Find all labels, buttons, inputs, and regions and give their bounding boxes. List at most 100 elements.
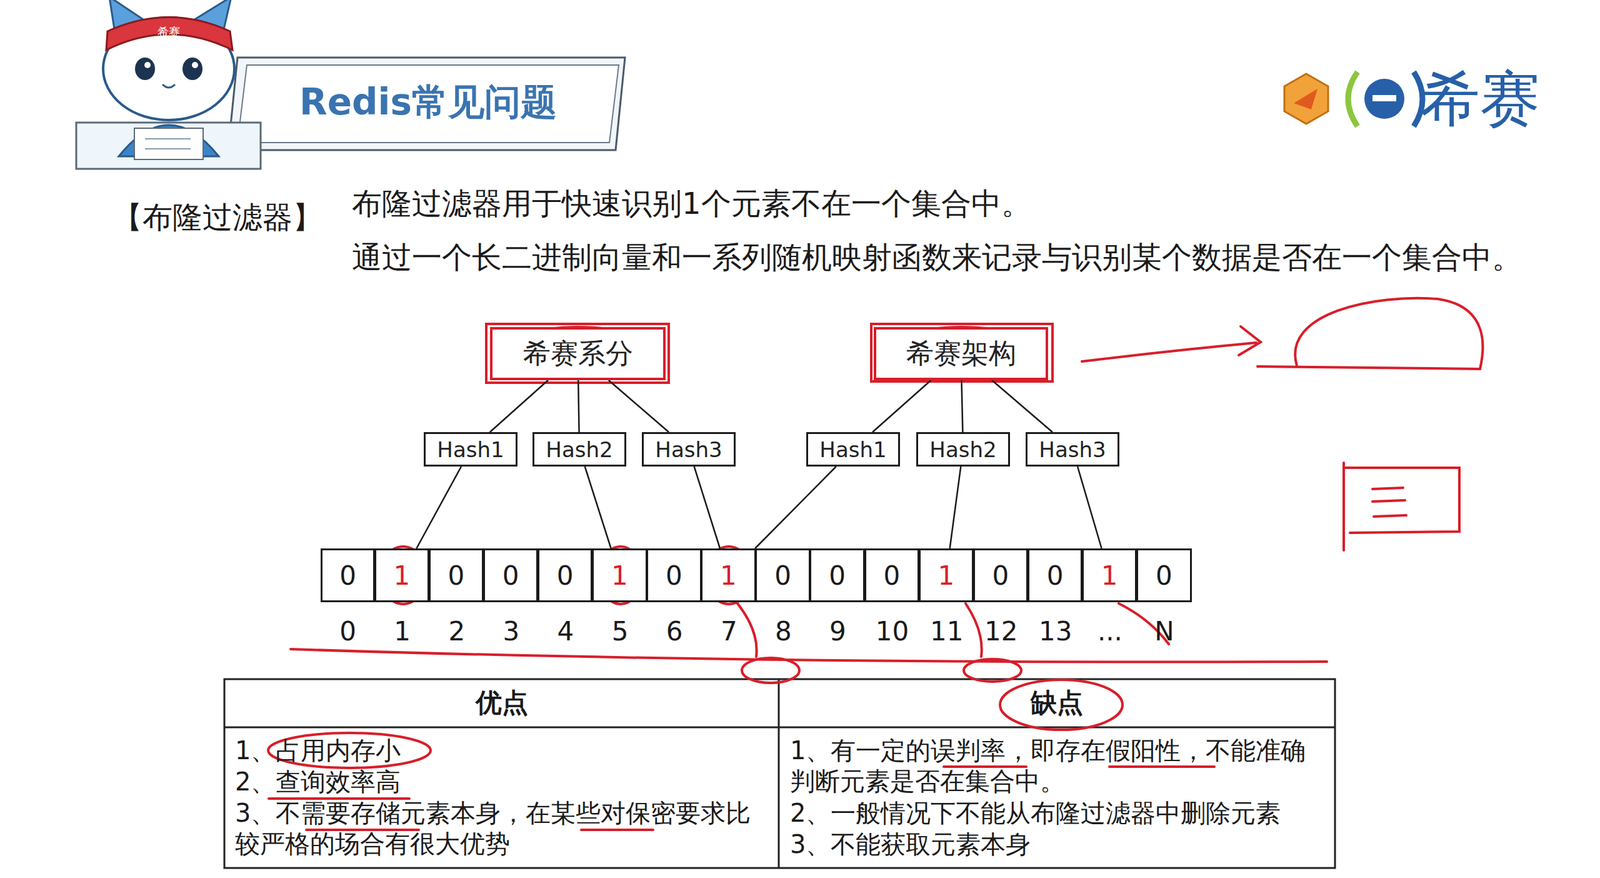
cat-eye xyxy=(182,57,203,80)
connector-line xyxy=(608,380,669,432)
logo-bracket xyxy=(1348,71,1358,127)
node-text: Hash1 xyxy=(436,436,504,462)
cat-eye xyxy=(135,57,155,80)
node-text: 0 xyxy=(556,560,574,591)
stroke-mark xyxy=(1109,765,1215,768)
bit-cell: 0 xyxy=(483,548,539,602)
page-title: Redis常见问题 xyxy=(246,78,610,125)
node-text: 希赛架构 xyxy=(906,335,1017,372)
node-text: 0 xyxy=(448,560,465,591)
bit-index: 3 xyxy=(480,615,543,647)
connector xyxy=(585,466,612,549)
node-text: 1 xyxy=(720,560,737,591)
stroke-mark xyxy=(737,603,757,657)
stroke-mark xyxy=(778,678,780,868)
stroke-mark xyxy=(1081,342,1257,362)
input-box: 希赛系分 xyxy=(490,326,666,380)
connector xyxy=(416,466,462,549)
bit-index: 4 xyxy=(534,615,597,647)
handwritten-marks xyxy=(268,298,1483,830)
bit-index: 2 xyxy=(425,615,489,647)
section-label: 【布隆过滤器】 xyxy=(112,198,344,236)
table-header: 优点 xyxy=(237,686,767,719)
cat-head xyxy=(103,17,235,120)
connector xyxy=(991,380,1053,432)
logo-hex xyxy=(1284,73,1329,124)
table xyxy=(224,678,1335,868)
bit-index: 7 xyxy=(697,615,760,647)
connector xyxy=(872,380,932,432)
input-box: 希赛架构 xyxy=(873,326,1049,380)
node-text: Hash3 xyxy=(1038,436,1106,462)
bit-index: 11 xyxy=(915,615,979,647)
stroke-mark xyxy=(1343,467,1460,533)
connector xyxy=(755,466,837,549)
node-text: Hash1 xyxy=(819,436,887,462)
node-text: 0 xyxy=(1046,560,1064,591)
description: 布隆过滤器用于快速识别1个元素不在一个集合中。 xyxy=(351,185,1540,222)
logo-bird xyxy=(1293,88,1318,110)
banner-front xyxy=(237,65,619,143)
stroke-mark xyxy=(145,148,191,150)
node-text: 1 xyxy=(611,560,629,591)
bit-cell: 1 xyxy=(1081,548,1138,602)
table-cell: 2、查询效率高 xyxy=(235,766,774,797)
headband xyxy=(106,17,233,51)
headband-text: 希赛 xyxy=(150,25,188,39)
table-cell: 1、占用内存小 xyxy=(235,735,774,766)
bit-cell: 0 xyxy=(428,548,485,602)
connector-line xyxy=(578,380,579,432)
bit-cell: 0 xyxy=(809,548,865,602)
stroke-mark xyxy=(871,323,1053,382)
node-text: 1 xyxy=(1101,560,1119,591)
stroke-mark xyxy=(963,658,1022,682)
connector-line xyxy=(755,466,837,549)
hash-function-box: Hash1 xyxy=(423,431,518,467)
connector-line xyxy=(1077,466,1102,549)
bit-index: 5 xyxy=(588,615,652,647)
bit-cell: 0 xyxy=(755,548,811,602)
connector xyxy=(608,380,669,432)
stroke-mark xyxy=(1372,487,1407,517)
hash-function-box: Hash3 xyxy=(641,431,736,467)
connector-line xyxy=(416,466,462,549)
connector xyxy=(490,380,549,432)
bit-index: 0 xyxy=(316,615,380,647)
table-cell: 2、一般情况下不能从布隆过滤器中删除元素 xyxy=(790,797,1329,829)
connector-line xyxy=(950,466,962,549)
node-text: 0 xyxy=(339,560,357,591)
node-text: 0 xyxy=(1155,560,1173,591)
node-text: Hash2 xyxy=(929,436,997,462)
stroke-mark xyxy=(741,657,800,683)
node-text: Hash2 xyxy=(545,436,613,462)
bit-cell: 0 xyxy=(320,548,375,602)
bit-cell: 1 xyxy=(918,548,975,602)
bit-index: 8 xyxy=(751,615,815,647)
desk xyxy=(76,122,261,169)
stroke-mark xyxy=(486,323,669,383)
node-text: 0 xyxy=(774,560,792,591)
bit-cell: 0 xyxy=(1136,548,1192,602)
table-cell: 1、有一定的误判率，即存在假阳性，不能准确判断元素是否在集合中。 xyxy=(790,735,1329,797)
bit-index: N xyxy=(1133,615,1196,647)
bit-cell: 1 xyxy=(700,548,757,602)
node-text: 1 xyxy=(938,560,955,591)
hash-function-box: Hash3 xyxy=(1025,431,1120,467)
logo-e xyxy=(1364,78,1405,119)
paper xyxy=(134,128,204,160)
stroke-mark xyxy=(224,678,1335,868)
node-text: 0 xyxy=(828,560,846,591)
bit-cell: 0 xyxy=(537,548,594,602)
stroke-mark xyxy=(1372,95,1397,102)
connector xyxy=(961,380,963,432)
connector-line xyxy=(991,380,1053,432)
hash-function-box: Hash2 xyxy=(532,431,627,467)
bit-index: 9 xyxy=(806,615,869,647)
hash-function-box: Hash2 xyxy=(916,431,1010,467)
connector-line xyxy=(585,466,612,549)
description: 通过一个长二进制向量和一系列随机映射函数来记录与识别某个数据是否在一个集合中。 xyxy=(351,238,1577,276)
table-cell: 3、不需要存储元素本身，在某些对保密要求比较严格的场合有很大优势 xyxy=(235,797,774,859)
node-text: 1 xyxy=(393,560,411,591)
table-cell: 3、不能获取元素本身 xyxy=(790,828,1329,860)
stroke-mark xyxy=(581,828,654,831)
